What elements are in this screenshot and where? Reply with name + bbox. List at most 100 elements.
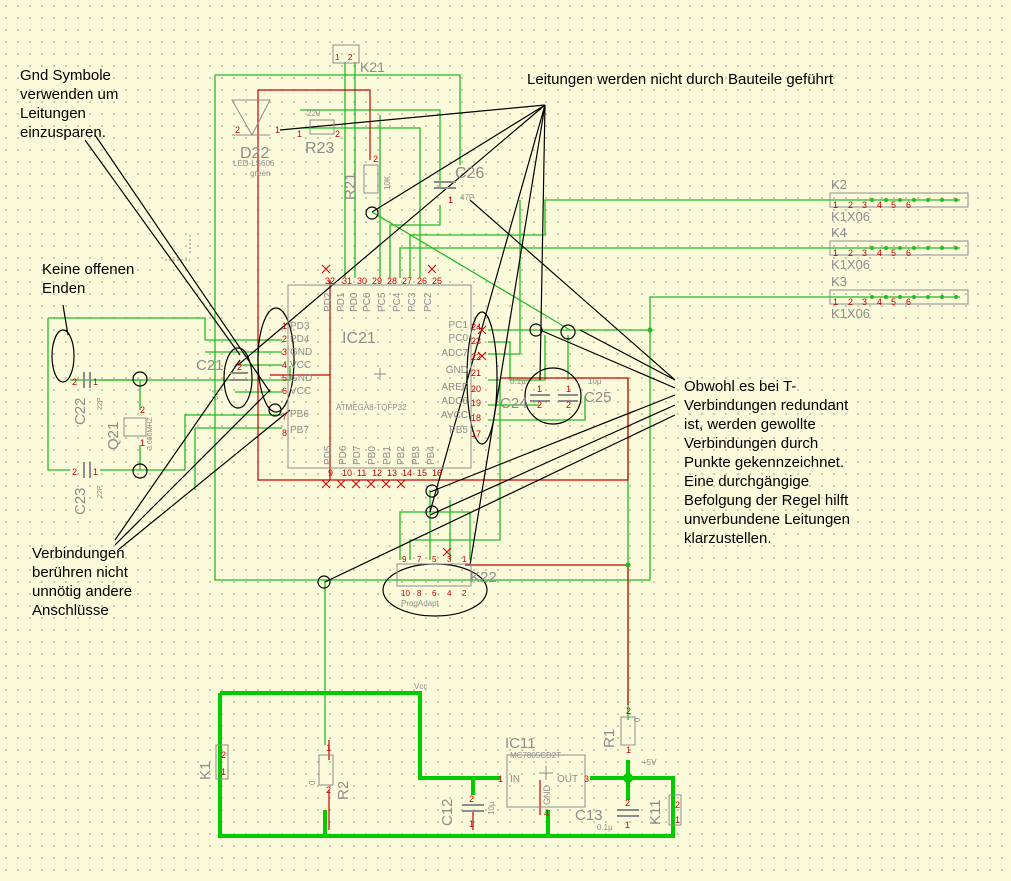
junction-circles bbox=[132, 206, 576, 589]
c21-label: C21 bbox=[196, 357, 224, 374]
svg-text:18: 18 bbox=[471, 413, 481, 423]
svg-text:1: 1 bbox=[537, 384, 542, 394]
svg-text:2: 2 bbox=[675, 800, 680, 810]
svg-text:PD5: PD5 bbox=[323, 445, 334, 465]
svg-text:2: 2 bbox=[462, 589, 467, 598]
svg-text:1: 1 bbox=[833, 200, 838, 210]
svg-text:4: 4 bbox=[877, 200, 882, 210]
svg-text:PD0: PD0 bbox=[349, 292, 360, 312]
svg-text:32: 32 bbox=[325, 276, 335, 286]
svg-text:GND: GND bbox=[290, 373, 312, 384]
c13-label: C13 bbox=[575, 807, 603, 824]
c22-capacitor: 2 1 C22 22P bbox=[72, 372, 104, 425]
svg-text:17: 17 bbox=[471, 429, 481, 439]
c25-value: 10µ bbox=[588, 377, 602, 386]
svg-text:2: 2 bbox=[848, 297, 853, 307]
svg-text:20: 20 bbox=[471, 384, 481, 394]
svg-text:16: 16 bbox=[432, 468, 442, 478]
gnd-ellipse-c21 bbox=[223, 347, 253, 409]
svg-text:31: 31 bbox=[342, 276, 352, 286]
svg-text:1: 1 bbox=[833, 297, 838, 307]
svg-text:PB3: PB3 bbox=[411, 446, 422, 465]
ic11-out: OUT bbox=[557, 774, 578, 785]
svg-text:PB7: PB7 bbox=[290, 425, 309, 436]
svg-text:PC5: PC5 bbox=[377, 292, 388, 312]
ic11-label: IC11 bbox=[505, 735, 536, 752]
k4-label: K4 bbox=[831, 225, 847, 240]
adc-ellipse bbox=[466, 311, 498, 445]
svg-text:6: 6 bbox=[906, 248, 911, 258]
c12-label: C12 bbox=[439, 798, 456, 826]
svg-text:5: 5 bbox=[891, 248, 896, 258]
svg-text:5: 5 bbox=[891, 200, 896, 210]
svg-text:29: 29 bbox=[372, 276, 382, 286]
svg-text:7: 7 bbox=[417, 555, 422, 564]
c22-value: 22P bbox=[97, 397, 104, 410]
svg-text:6: 6 bbox=[282, 386, 287, 396]
svg-text:3: 3 bbox=[282, 347, 287, 357]
c24-label: C24 bbox=[500, 395, 528, 412]
svg-text:13: 13 bbox=[387, 468, 397, 478]
k1-connector: 2 1 K1 bbox=[197, 744, 229, 780]
svg-text:9: 9 bbox=[328, 468, 333, 478]
svg-text:23: 23 bbox=[471, 336, 481, 346]
svg-text:6: 6 bbox=[906, 200, 911, 210]
c21-capacitor: C21 0.1 2 bbox=[196, 357, 248, 400]
r21-value: 10K bbox=[383, 175, 392, 190]
net-layer bbox=[257, 89, 629, 830]
ic21-type: ATMEGA8-TQFP32 bbox=[336, 403, 407, 412]
annotation-no-touching: Verbindungen berühren nicht unnötig ande… bbox=[32, 545, 133, 619]
c26-value: 47P bbox=[460, 193, 474, 202]
svg-text:2: 2 bbox=[282, 334, 287, 344]
annotation-gnd-symbols: Gnd Symbole verwenden um Leitungen einzu… bbox=[20, 67, 119, 141]
c23-label: C23 bbox=[72, 487, 89, 515]
svg-text:1: 1 bbox=[625, 820, 630, 830]
r1-resistor: 2 1 R1 0 bbox=[601, 706, 642, 755]
svg-text:8: 8 bbox=[282, 428, 287, 438]
svg-text:1: 1 bbox=[297, 129, 302, 139]
svg-text:24: 24 bbox=[471, 322, 481, 332]
svg-text:4: 4 bbox=[447, 589, 452, 598]
svg-text:4: 4 bbox=[544, 808, 549, 818]
c25-label: C25 bbox=[584, 389, 612, 406]
q21-crystal: 2 1 Q21 3.686MHZ bbox=[105, 405, 154, 450]
d22-led: 2 1 D22 LED-LS606 green bbox=[231, 99, 280, 178]
svg-text:1: 1 bbox=[469, 819, 474, 829]
svg-text:1: 1 bbox=[282, 321, 287, 331]
svg-text:14: 14 bbox=[402, 468, 412, 478]
svg-text:2: 2 bbox=[72, 467, 77, 477]
r2-label: R2 bbox=[335, 781, 352, 800]
open-end-ellipse bbox=[51, 329, 75, 383]
junction-dots bbox=[623, 327, 653, 783]
svg-text:2: 2 bbox=[469, 794, 474, 804]
r21-label: R21 bbox=[342, 172, 359, 200]
svg-text:PC6: PC6 bbox=[362, 292, 373, 312]
svg-text:2: 2 bbox=[221, 750, 226, 760]
svg-text:GND: GND bbox=[290, 347, 312, 358]
ic11-type: MC7805CD2T bbox=[510, 751, 561, 760]
ic11-in: IN bbox=[510, 774, 520, 785]
svg-text:1: 1 bbox=[498, 774, 503, 784]
svg-text:8: 8 bbox=[417, 589, 422, 598]
plus5v-label: +5V bbox=[642, 758, 657, 767]
highlight-ellipses bbox=[51, 307, 582, 617]
svg-text:3: 3 bbox=[584, 774, 589, 784]
svg-text:1: 1 bbox=[448, 195, 453, 205]
svg-text:11: 11 bbox=[357, 468, 366, 478]
svg-text:2: 2 bbox=[626, 706, 631, 716]
svg-text:PB6: PB6 bbox=[290, 409, 309, 420]
c12-value: 10µ bbox=[487, 801, 496, 815]
k22-type: ProgAdapt bbox=[401, 599, 440, 608]
svg-text:PD2: PD2 bbox=[323, 292, 334, 312]
svg-text:19: 19 bbox=[471, 398, 481, 408]
svg-text:PD7: PD7 bbox=[352, 445, 363, 465]
k21-label: K21 bbox=[360, 59, 385, 75]
svg-text:PC3: PC3 bbox=[407, 292, 418, 312]
svg-text:VCC: VCC bbox=[290, 386, 311, 397]
svg-text:PB2: PB2 bbox=[396, 446, 407, 465]
ic11-regulator: IC11 MC7805CD2T IN OUT GND 1 3 4 Vcc +5V bbox=[414, 682, 657, 818]
svg-text:1: 1 bbox=[335, 53, 340, 62]
svg-text:2: 2 bbox=[348, 53, 353, 62]
